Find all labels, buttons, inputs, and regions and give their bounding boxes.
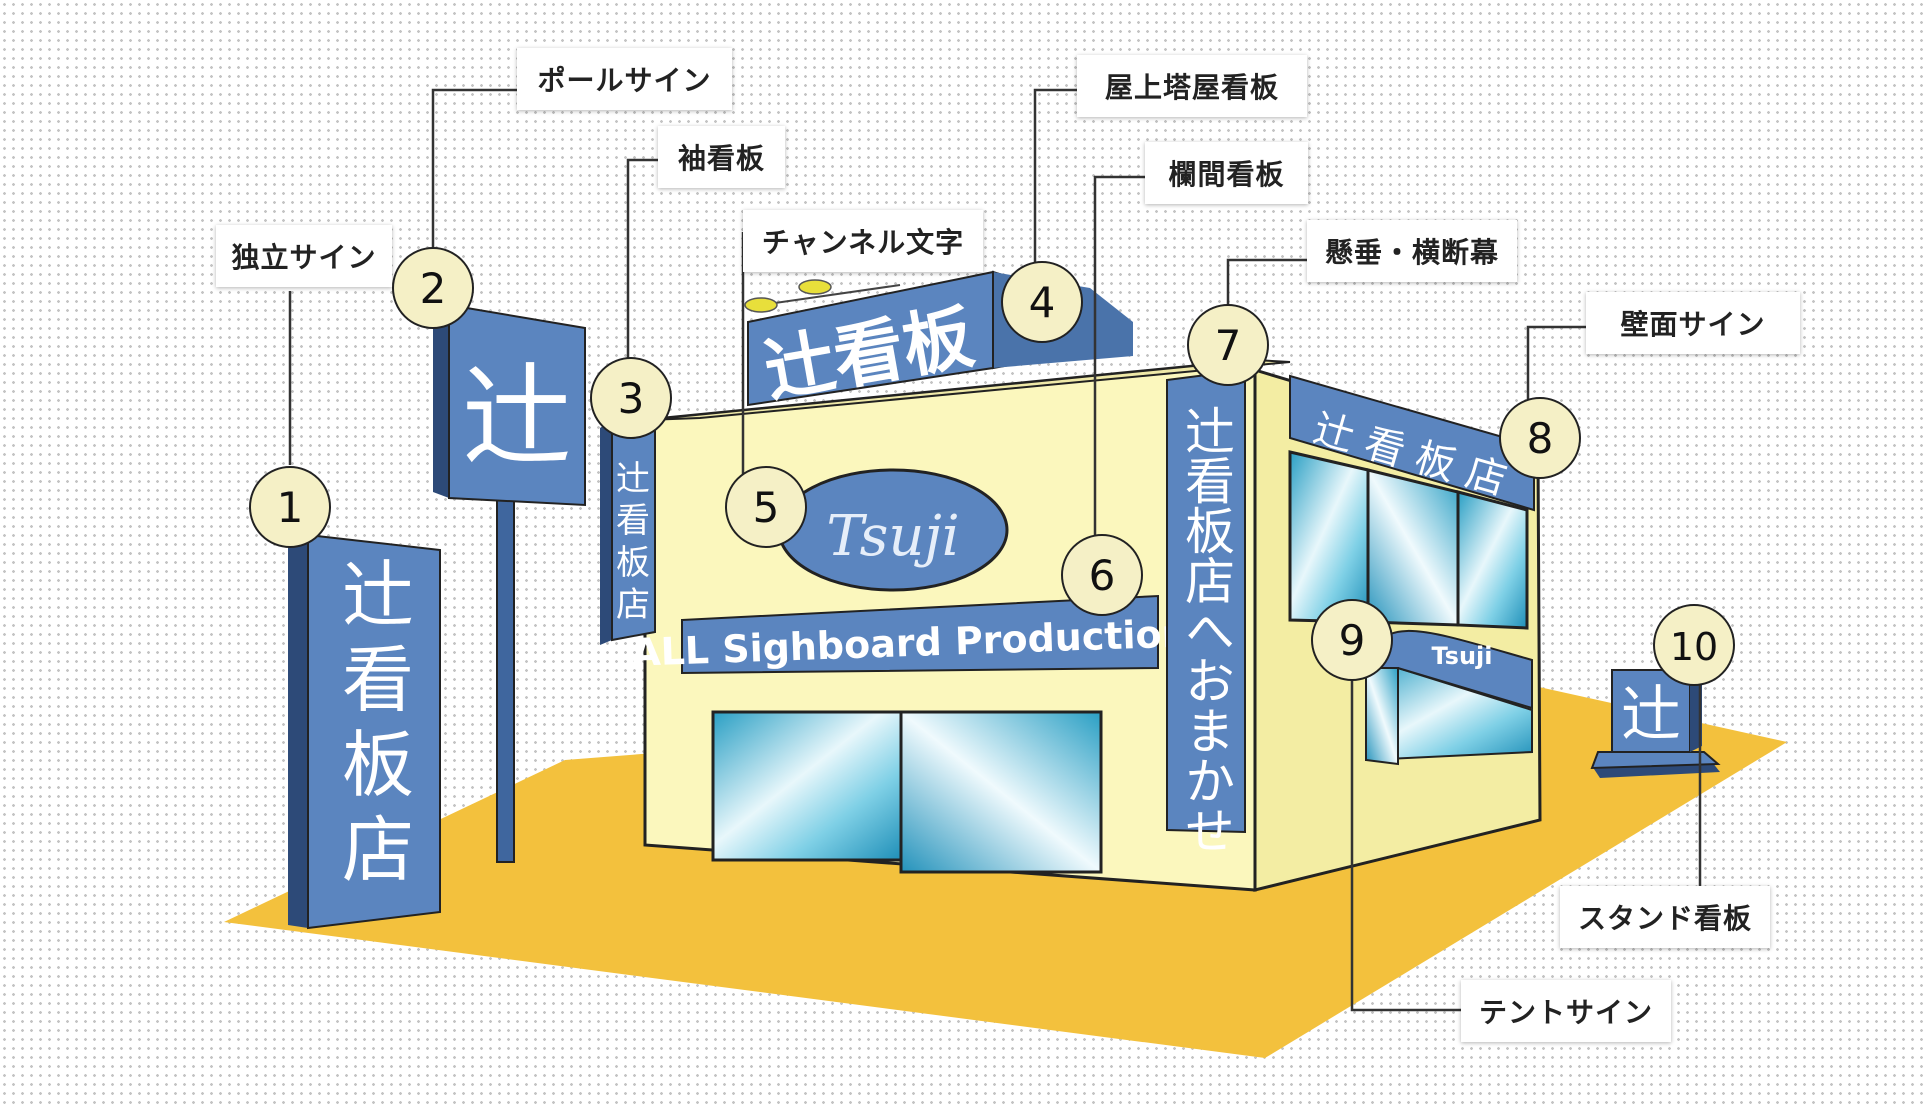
- stand-sign-text: 辻: [1621, 680, 1681, 750]
- tent-sign: Tsuji: [1364, 629, 1533, 766]
- svg-text:2: 2: [420, 264, 447, 313]
- pole-sign: 辻: [433, 303, 586, 863]
- label-pole-sign: ポールサイン: [517, 48, 732, 110]
- marker-4: 4: [1001, 261, 1083, 343]
- label-stand-sign: スタンド看板: [1560, 886, 1770, 948]
- label-channel-letters: チャンネル文字: [743, 210, 983, 272]
- label-wall-sign: 壁面サイン: [1586, 292, 1800, 354]
- svg-text:3: 3: [618, 374, 645, 423]
- building-roof: [644, 358, 1291, 421]
- label-transom-sign: 欄間看板: [1145, 142, 1308, 204]
- banner-char-1: 辻看板店へおまかせ: [1177, 405, 1235, 855]
- channel-letter-text: Tsuji: [826, 504, 959, 569]
- label-tent-sign: テントサイン: [1461, 980, 1671, 1042]
- marker-6: 6: [1061, 534, 1143, 616]
- svg-text:8: 8: [1527, 414, 1554, 463]
- marker-10: 10: [1653, 604, 1735, 686]
- side-windows: [1288, 450, 1529, 630]
- marker-3: 3: [590, 357, 672, 439]
- sleeve-sign-char-1: 辻: [616, 459, 650, 499]
- standalone-char-3: 板: [342, 723, 414, 807]
- tent-sign-text: Tsuji: [1431, 642, 1492, 670]
- standalone-char-2: 看: [342, 638, 414, 722]
- standalone-char-4: 店: [342, 808, 414, 892]
- channel-letter-sign: Tsuji: [777, 468, 1009, 592]
- svg-text:7: 7: [1215, 321, 1242, 370]
- pole-sign-text: 辻: [462, 353, 572, 481]
- front-shop-window: [711, 710, 1103, 874]
- sleeve-sign-char-4: 店: [616, 585, 650, 625]
- standalone-sign: 辻 看 板 店: [288, 533, 441, 930]
- label-banner: 懸垂・横断幕: [1307, 220, 1517, 282]
- svg-text:9: 9: [1339, 616, 1366, 665]
- label-sleeve-sign: 袖看板: [658, 126, 785, 188]
- marker-5: 5: [725, 466, 807, 548]
- svg-text:5: 5: [753, 483, 780, 532]
- hanging-banner: 辻看板店へおまかせ: [1166, 368, 1246, 855]
- sleeve-sign-char-2: 看: [616, 501, 650, 541]
- rooftop-lamps: [744, 279, 901, 313]
- svg-text:6: 6: [1089, 551, 1116, 600]
- stand-sign: 辻: [1590, 664, 1721, 778]
- marker-1: 1: [249, 466, 331, 548]
- standalone-char-1: 辻: [342, 553, 414, 637]
- marker-9: 9: [1311, 599, 1393, 681]
- label-standalone-sign: 独立サイン: [216, 225, 392, 287]
- svg-text:10: 10: [1670, 625, 1718, 669]
- sleeve-sign-char-3: 板: [616, 543, 650, 583]
- marker-7: 7: [1187, 304, 1269, 386]
- svg-text:4: 4: [1029, 278, 1056, 327]
- sleeve-sign: 辻 看 板 店: [600, 410, 656, 645]
- marker-8: 8: [1499, 397, 1581, 479]
- marker-2: 2: [392, 247, 474, 329]
- svg-text:1: 1: [277, 483, 304, 532]
- label-rooftop-sign: 屋上塔屋看板: [1077, 55, 1307, 117]
- transom-sign: ALL Sighboard Production: [630, 594, 1189, 675]
